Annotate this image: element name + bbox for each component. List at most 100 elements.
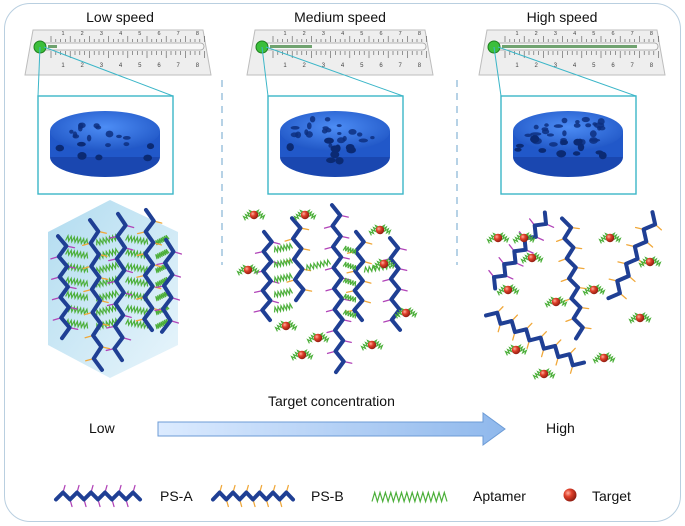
panel-frame [4,3,681,522]
ruler-tick-label: 8 [418,63,422,69]
target-bound [293,208,317,221]
ruler-tick-label: 5 [592,31,595,37]
target-bound [290,348,314,361]
ruler-tick-label: 2 [535,31,538,37]
aptamer-crosslink [273,241,294,254]
network-low-dense [48,200,183,378]
aptamer-crosslink [96,303,120,317]
ruler-tick-label: 6 [611,31,614,37]
aptamer-crosslink [65,289,89,302]
ruler-tick-label: 1 [61,31,64,37]
ruler-tick-label: 6 [611,63,615,69]
ruler-tick-label: 3 [322,63,326,69]
ruler-tick-label: 3 [322,31,325,37]
aptamer-crosslink [342,309,357,319]
ruler-tick-label: 1 [515,63,519,69]
network-high-dissociated [484,210,663,380]
high-speed-title: High speed [526,9,598,25]
ruler-tick-label: 5 [592,63,596,69]
ps-b-strand [345,229,373,323]
ps-a-strand [105,211,135,363]
ruler-tick-label: 1 [515,31,518,37]
ps-a-strand [253,229,281,323]
ruler-tick-label: 2 [81,31,84,37]
ruler-tick-label: 4 [119,63,123,69]
porous-gel [50,111,160,177]
ps-a-strand [323,203,353,375]
ps-a-strand [488,210,555,291]
medium-speed-title: Medium speed [294,9,386,25]
legend-target-label: Target [592,488,631,504]
ruler-tick-label: 1 [61,63,65,69]
ruler-tick-label: 7 [177,31,180,37]
porous-gel [513,111,623,177]
target-bound [306,331,330,344]
ruler-tick-label: 2 [303,31,306,37]
aptamer-crosslink [96,261,120,275]
ruler-tick-label: 4 [573,63,577,69]
network-medium-partial [236,203,418,375]
ruler-tick-label: 8 [196,31,199,37]
ruler-tick-label: 2 [81,63,85,69]
target-bound [638,255,662,268]
ruler-tick-label: 1 [283,31,286,37]
legend-ps-a-symbol [54,484,142,508]
arrow-low-label: Low [89,420,115,436]
ruler-tick-label: 3 [100,31,103,37]
ruler-tick-label: 6 [379,31,382,37]
ruler-tick-label: 7 [399,63,403,69]
aptamer-crosslink [125,233,149,246]
ps-b-strand [606,210,663,301]
ruler-tick-label: 3 [554,63,558,69]
target-bound [582,283,606,296]
target-bound [368,223,392,236]
target-bound [242,208,266,221]
concentration-arrow [157,412,506,446]
zoom-box-low [37,46,174,195]
ruler-tick-label: 6 [157,31,160,37]
ps-b-strand [284,216,313,303]
aptamer-crosslink [342,293,357,303]
ps-b-strand [135,207,163,333]
legend-aptamer-symbol [371,490,448,504]
ruler-tick-label: 7 [631,63,635,69]
target-bound [236,263,260,276]
porous-gel [280,111,390,177]
ps-b-strand [82,218,111,372]
aptamer-crosslink [65,275,89,288]
aptamer-crosslink [125,303,149,316]
legend-ps-b-symbol [211,484,295,508]
ruler-tick-label: 4 [341,63,345,69]
target-bound [532,367,556,380]
ruler-tick-label: 4 [341,31,344,37]
target-bound [274,319,298,332]
aptamer-crosslink [155,318,170,330]
target-bound [486,231,510,244]
aptamer-crosslink [65,247,89,260]
ruler-tick-label: 7 [631,31,634,37]
target-bound [496,283,520,296]
aptamer-crosslink [155,304,170,316]
ruler-tick-label: 2 [303,63,307,69]
ruler-tick-label: 6 [379,63,383,69]
target-bound [394,306,418,319]
ruler-tick-label: 7 [399,31,402,37]
target-bound [598,231,622,244]
ruler-tick-label: 4 [119,31,122,37]
ps-a-strand [50,234,79,341]
arrow-title: Target concentration [268,393,395,409]
target-bound [628,311,652,324]
ruler-tick-label: 8 [650,63,654,69]
ruler-tick-label: 3 [100,63,104,69]
aptamer-crosslink [342,245,357,255]
target-bound [512,231,536,244]
aptamer-crosslink [155,248,170,260]
target-bound [520,251,544,264]
aptamer-crosslink [96,233,120,247]
target-bound [544,295,568,308]
aptamer-crosslink [65,317,89,330]
target-bound [592,351,616,364]
ruler-tick-label: 3 [554,31,557,37]
legend-aptamer-label: Aptamer [473,488,526,504]
